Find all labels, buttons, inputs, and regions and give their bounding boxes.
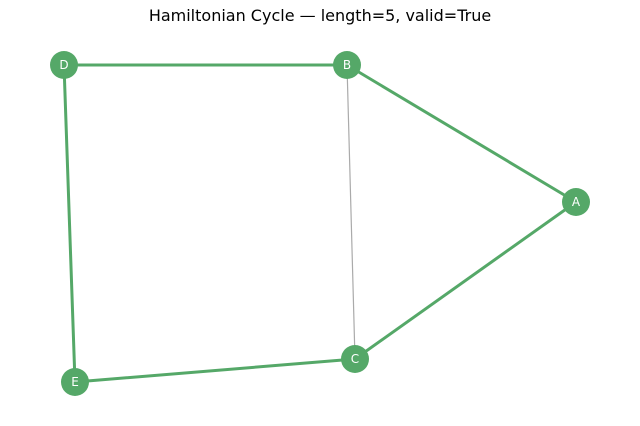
node-label-E: E — [71, 375, 79, 389]
node-B: B — [333, 51, 361, 79]
nodes-group: D B A C E — [50, 51, 590, 396]
node-E: E — [61, 368, 89, 396]
edges-group — [62, 63, 578, 384]
node-circle-D — [50, 51, 78, 79]
node-circle-E — [61, 368, 89, 396]
node-label-D: D — [59, 58, 68, 72]
edge-B-C — [346, 64, 356, 360]
node-label-C: C — [351, 352, 359, 366]
cycle-edge-A-C — [353, 200, 578, 361]
node-circle-A — [562, 188, 590, 216]
node-A: A — [562, 188, 590, 216]
cycle-edge-C-E — [73, 357, 357, 384]
node-C: C — [341, 345, 369, 373]
node-label-A: A — [572, 195, 581, 209]
cycle-edge-B-A — [345, 63, 578, 204]
node-circle-B — [333, 51, 361, 79]
node-circle-C — [341, 345, 369, 373]
node-D: D — [50, 51, 78, 79]
figure-title: Hamiltonian Cycle — length=5, valid=True — [148, 6, 492, 25]
node-label-B: B — [343, 58, 351, 72]
cycle-edge-E-D — [62, 63, 77, 384]
